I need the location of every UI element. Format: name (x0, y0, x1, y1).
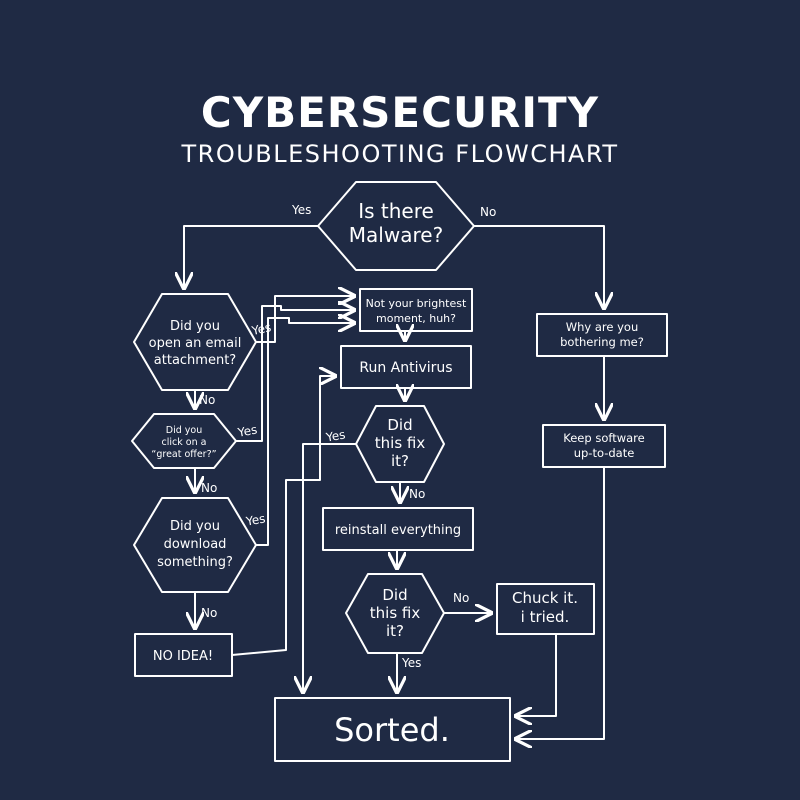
node-text-reinstall: reinstall everything (335, 523, 461, 538)
offer-decision (131, 413, 237, 469)
label-fix2-yes: Yes (401, 656, 421, 670)
node-text-brightest: moment, huh? (376, 312, 456, 325)
node-text-fix1: it? (391, 452, 409, 470)
page-title: CYBERSECURITY (200, 88, 600, 137)
edge-fix1-yes (303, 443, 356, 692)
chuck-box (496, 583, 595, 635)
node-text-email: attachment? (154, 353, 236, 368)
brightest-box (359, 288, 473, 332)
sorted-box (274, 697, 511, 762)
node-text-email: Did you (170, 319, 220, 334)
node-text-malware: Is there (358, 199, 434, 223)
node-text-bothering: Why are you (566, 320, 639, 334)
node-text-download: download (164, 537, 227, 552)
node-text-malware: Malware? (349, 223, 443, 247)
node-text-keep: Keep software (563, 431, 644, 445)
node-text-bothering: bothering me? (560, 335, 644, 349)
node-text-keep: up-to-date (574, 446, 635, 460)
download-decision (133, 497, 257, 593)
edge-malware-no (474, 225, 604, 308)
bothering-box (536, 313, 668, 357)
node-text-chuck: i tried. (521, 608, 570, 626)
edge-malware-yes (184, 225, 318, 288)
node-text-fix1: Did (387, 416, 412, 434)
label-fix1-no: No (409, 487, 425, 501)
node-text-brightest: Not your brightest (366, 297, 467, 310)
label-fix1-yes: Yes (324, 427, 346, 444)
label-email-no: No (199, 393, 215, 407)
email-decision (133, 293, 257, 391)
node-text-download: something? (157, 555, 233, 570)
node-text-fix2: this fix (370, 604, 421, 622)
node-text-offer: click on a (162, 437, 207, 448)
node-text-chuck: Chuck it. (512, 589, 578, 607)
node-text-offer: Did you (166, 425, 202, 436)
edge-chuck-sorted (516, 634, 557, 716)
page-subtitle: TROUBLESHOOTING FLOWCHART (181, 140, 619, 168)
label-malware-no: No (480, 205, 496, 219)
fix2-decision (345, 573, 445, 654)
edge-download-yes (256, 318, 354, 546)
label-download-no: No (201, 606, 217, 620)
label-offer-no: No (201, 481, 217, 495)
node-text-sorted: Sorted. (334, 711, 450, 749)
label-malware-yes: Yes (291, 203, 311, 217)
label-email-yes: Yes (250, 320, 273, 338)
node-text-fix2: it? (386, 622, 404, 640)
node-text-offer: “great offer?” (151, 449, 216, 460)
label-fix2-no: No (453, 591, 469, 605)
node-text-no-idea: NO IDEA! (153, 649, 213, 664)
node-text-fix1: this fix (375, 434, 426, 452)
node-text-antivirus: Run Antivirus (359, 360, 452, 376)
label-offer-yes: Yes (236, 422, 258, 439)
node-text-fix2: Did (382, 586, 407, 604)
label-download-yes: Yes (244, 511, 266, 528)
node-text-email: open an email (149, 336, 242, 351)
edge-offer-yes (236, 306, 354, 442)
node-text-download: Did you (170, 519, 220, 534)
edge-keep-sorted (516, 467, 605, 739)
